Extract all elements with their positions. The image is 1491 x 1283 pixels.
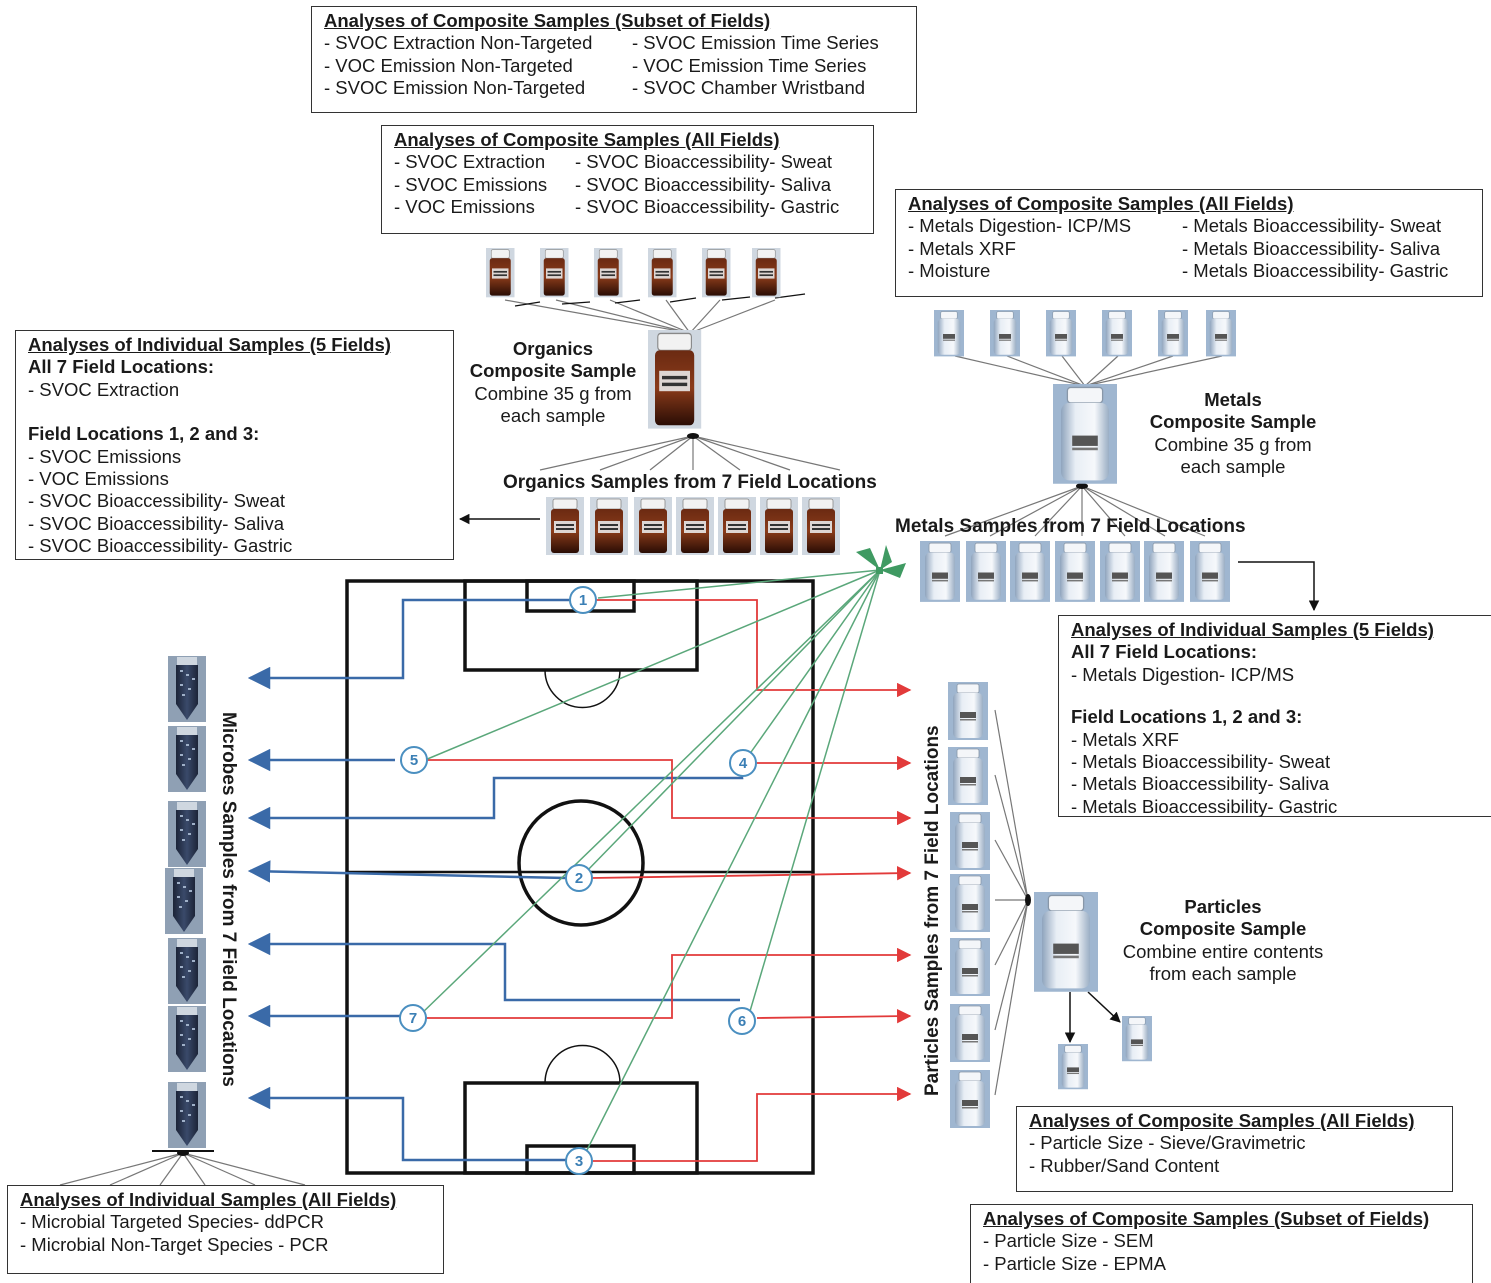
list-item: - SVOC Bioaccessibility- Saliva [575, 173, 831, 195]
particles-samples-title: Particles Samples from 7 Field Locations [922, 725, 943, 1096]
svg-text:4: 4 [739, 755, 748, 772]
microbes-samples-title: Microbes Samples from 7 Field Locations [218, 712, 239, 1087]
list-item: - Microbial Targeted Species- ddPCR [20, 1211, 325, 1233]
list-item: - SVOC Bioaccessibility- Gastric [575, 196, 840, 218]
svg-text:3: 3 [575, 1153, 583, 1170]
list-item: - SVOC Emissions [28, 445, 182, 467]
metals-all-analyses-box: Analyses of Composite Samples (All Field… [895, 189, 1483, 297]
box-title: Analyses of Composite Samples (Subset of… [324, 10, 771, 31]
list-item: - SVOC Emission Time Series [632, 32, 879, 54]
list-item: - Metals Bioaccessibility- Sweat [1182, 215, 1442, 237]
box-subheading: All 7 Field Locations: [28, 356, 215, 378]
organics-sample-jars [545, 496, 841, 556]
box-title: Analyses of Individual Samples (5 Fields… [28, 334, 391, 355]
list-item: - Metals XRF [908, 237, 1016, 259]
list-item: - Particle Size - EPMA [983, 1252, 1166, 1274]
box-title: Analyses of Composite Samples (Subset of… [983, 1208, 1430, 1229]
organics-composite-jar [647, 329, 703, 430]
list-item: - Metals Bioaccessibility- Sweat [1071, 751, 1331, 773]
list-item: - Metals Bioaccessibility- Gastric [1071, 795, 1338, 817]
list-item: - Metals Bioaccessibility- Gastric [1182, 260, 1449, 282]
box-title: Analyses of Composite Samples (All Field… [394, 129, 780, 150]
green-arrow-heads [856, 545, 906, 578]
svg-text:2: 2 [575, 870, 583, 887]
list-item: - Metals Bioaccessibility- Saliva [1182, 237, 1441, 259]
field-marker-5: 5 [400, 746, 428, 774]
list-item: - SVOC Extraction [28, 378, 180, 400]
list-item: - VOC Emission Non-Targeted [324, 54, 573, 76]
organics-routes [419, 569, 881, 1159]
metals-subset-jars [933, 309, 1237, 357]
particles-all-analyses-box: Analyses of Composite Samples (All Field… [1016, 1106, 1453, 1192]
field-marker-7: 7 [399, 1004, 427, 1032]
metals-individual-analyses-box: Analyses of Individual Samples (5 Fields… [1058, 615, 1491, 817]
black-arrows [458, 513, 1320, 1044]
list-item: - SVOC Bioaccessibility- Sweat [28, 490, 286, 512]
list-item: - SVOC Chamber Wristband [632, 77, 866, 99]
box-subheading: All 7 Field Locations: [1071, 641, 1258, 663]
particles-sample-jars [947, 681, 991, 1129]
field-marker-1: 1 [569, 586, 597, 614]
list-item: - SVOC Bioaccessibility- Sweat [575, 151, 833, 173]
organics-subset-analyses-box: Analyses of Composite Samples (Subset of… [311, 6, 917, 113]
organics-subjar-ticks [514, 293, 806, 307]
list-item: - Metals Bioaccessibility- Saliva [1071, 773, 1330, 795]
list-item: - Metals Digestion- ICP/MS [1071, 663, 1295, 685]
svg-text:5: 5 [410, 752, 418, 769]
list-item: - SVOC Bioaccessibility- Saliva [28, 512, 284, 534]
field-marker-4: 4 [729, 749, 757, 777]
list-item: - SVOC Emissions [394, 173, 548, 195]
list-item: - Microbial Non-Target Species - PCR [20, 1233, 329, 1255]
particles-routes [425, 599, 912, 1162]
box-title: Analyses of Composite Samples (All Field… [908, 193, 1294, 214]
organics-subset-jars [485, 247, 781, 298]
list-item: - SVOC Extraction [394, 151, 546, 173]
organics-samples-title: Organics Samples from 7 Field Locations [503, 472, 877, 493]
field-marker-3: 3 [565, 1147, 593, 1175]
metals-composite-jar [1052, 383, 1118, 485]
particles-composite-jar [1033, 891, 1099, 993]
list-item: - Rubber/Sand Content [1029, 1154, 1220, 1176]
microbes-routes [247, 598, 744, 1162]
list-item: - Particle Size - Sieve/Gravimetric [1029, 1132, 1306, 1154]
box-subheading: Field Locations 1, 2 and 3: [28, 423, 260, 445]
box-title: Analyses of Individual Samples (All Fiel… [20, 1189, 397, 1210]
list-item: - SVOC Extraction Non-Targeted [324, 32, 593, 54]
organics-all-analyses-box: Analyses of Composite Samples (All Field… [381, 125, 874, 234]
microbes-sample-tubes [165, 656, 206, 1148]
svg-text:6: 6 [738, 1013, 746, 1030]
microbes-individual-analyses-box: Analyses of Individual Samples (All Fiel… [7, 1185, 444, 1274]
particles-composite-label: Particles Composite Sample Combine entir… [1122, 896, 1324, 985]
metals-samples-title: Metals Samples from 7 Field Locations [895, 516, 1246, 537]
list-item: - VOC Emissions [28, 468, 169, 490]
metals-sample-jars [919, 540, 1231, 603]
svg-text:7: 7 [409, 1010, 417, 1027]
particles-subset-jars [1057, 1015, 1153, 1090]
box-title: Analyses of Composite Samples (All Field… [1029, 1110, 1415, 1131]
metals-composite-label: Metals Composite Sample Combine 35 g fro… [1149, 389, 1317, 478]
box-title: Analyses of Individual Samples (5 Fields… [1071, 619, 1434, 640]
field-marker-2: 2 [565, 864, 593, 892]
list-item: - Particle Size - SEM [983, 1230, 1154, 1252]
connector-lines [59, 299, 1223, 1186]
field-marker-6: 6 [728, 1007, 756, 1035]
particles-subset-analyses-box: Analyses of Composite Samples (Subset of… [970, 1204, 1473, 1283]
field-markers: 1 2 3 4 5 6 7 [399, 586, 757, 1175]
list-item: - Metals XRF [1071, 728, 1179, 750]
list-item: - VOC Emissions [394, 196, 535, 218]
box-subheading: Field Locations 1, 2 and 3: [1071, 706, 1303, 728]
organics-composite-label: Organics Composite Sample Combine 35 g f… [469, 338, 637, 427]
organics-individual-analyses-box: Analyses of Individual Samples (5 Fields… [15, 330, 454, 560]
list-item: - SVOC Emission Non-Targeted [324, 77, 586, 99]
list-item: - Moisture [908, 260, 991, 282]
list-item: - Metals Digestion- ICP/MS [908, 215, 1132, 237]
list-item: - SVOC Bioaccessibility- Gastric [28, 535, 293, 557]
connector-nodes [152, 433, 1088, 1156]
svg-text:1: 1 [579, 592, 587, 609]
list-item: - VOC Emission Time Series [632, 54, 867, 76]
